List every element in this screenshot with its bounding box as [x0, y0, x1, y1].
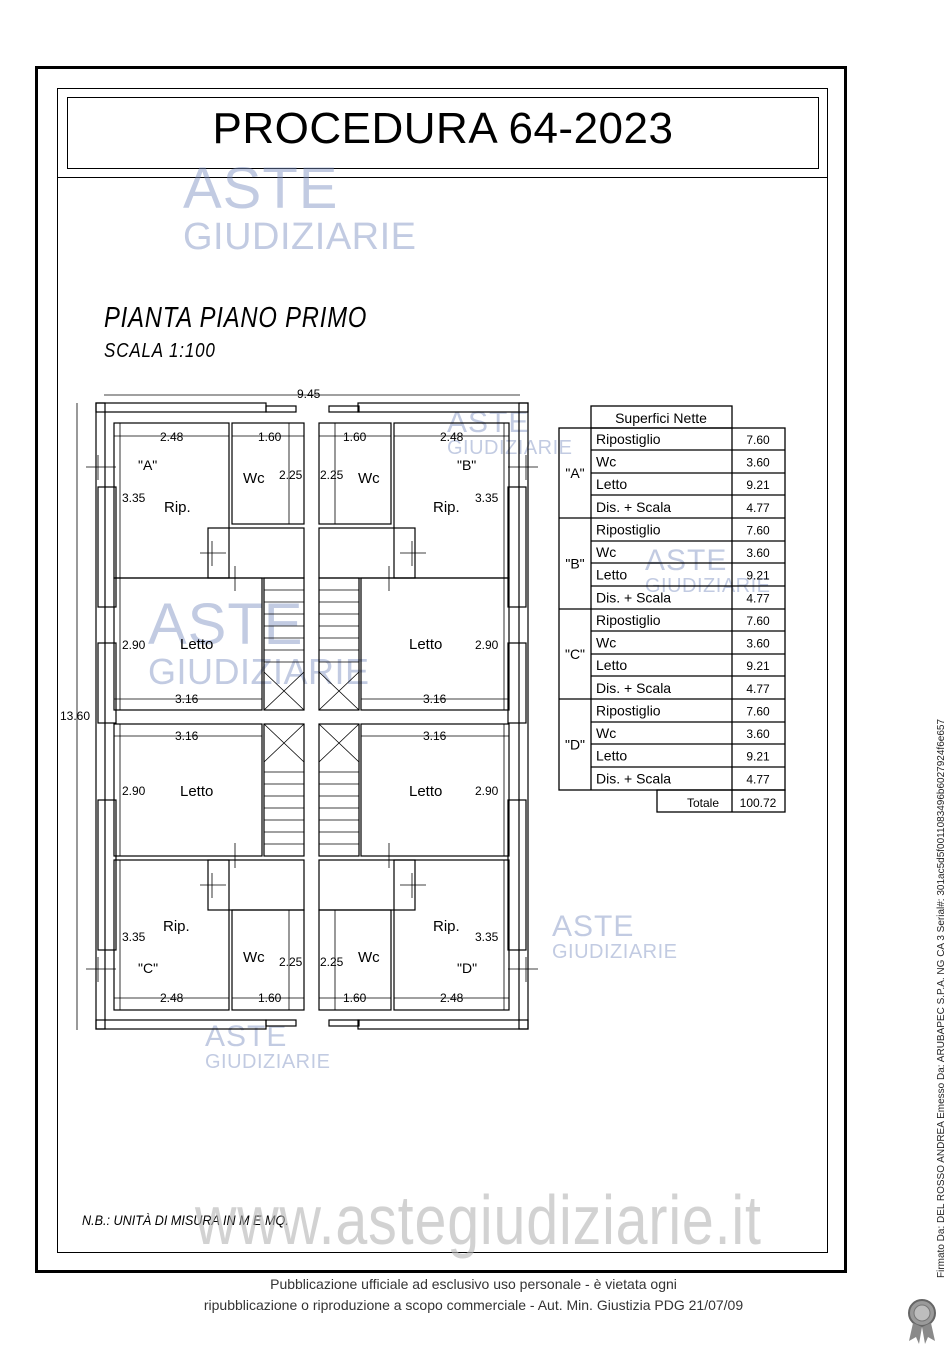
- room-label: Wc: [358, 949, 380, 966]
- table-room-name: Wc: [596, 454, 616, 470]
- drawing-inner-border: [57, 88, 828, 1253]
- table-room-name: Wc: [596, 725, 616, 741]
- table-area-value: 9.21: [746, 659, 770, 673]
- dim-rip-height: 3.35: [475, 930, 499, 944]
- room-label: Wc: [243, 949, 265, 966]
- footer-line-1: Pubblicazione ufficiale ad esclusivo uso…: [270, 1276, 677, 1292]
- room-label: Wc: [358, 470, 380, 487]
- unit-label: "C": [138, 960, 158, 976]
- title-block: [57, 88, 828, 178]
- table-area-value: 4.77: [746, 682, 770, 696]
- dim-letto-width: 3.16: [423, 692, 447, 706]
- dim-letto-width: 3.16: [175, 692, 199, 706]
- table-room-name: Letto: [596, 567, 627, 583]
- room-label: Wc: [243, 470, 265, 487]
- table-room-name: Dis. + Scala: [596, 770, 671, 786]
- table-unit-label: "B": [565, 556, 584, 572]
- dim-wc-height: 2.25: [279, 955, 303, 969]
- digital-signature-text: Firmato Da: DEL ROSSO ANDREA Emesso Da: …: [936, 718, 947, 1278]
- room-label: Rip.: [433, 918, 460, 935]
- table-unit-label: "A": [565, 465, 584, 481]
- drawing-sheet-border: [35, 66, 847, 1273]
- title-frame: [67, 97, 819, 169]
- table-area-value: 3.60: [746, 456, 770, 470]
- table-area-value: 7.60: [746, 524, 770, 538]
- table-area-value: 3.60: [746, 637, 770, 651]
- table-room-name: Wc: [596, 544, 616, 560]
- table-room-name: Dis. + Scala: [596, 680, 671, 696]
- unit-label: "B": [457, 457, 476, 473]
- table-area-value: 4.77: [746, 501, 770, 515]
- dim-wc-height: 2.25: [320, 955, 344, 969]
- unit-label: "A": [138, 457, 157, 473]
- table-area-value: 7.60: [746, 705, 770, 719]
- dim-rip-height: 3.35: [122, 930, 146, 944]
- watermark-logo: ASTE GIUDIZIARIE: [183, 156, 417, 258]
- units-note: N.B.: UNITÀ DI MISURA IN M E MQ.: [82, 1212, 289, 1228]
- dim-letto-width: 3.16: [423, 729, 447, 743]
- table-area-value: 9.21: [746, 478, 770, 492]
- dim-rip-width: 2.48: [440, 430, 464, 444]
- dim-letto-width: 3.16: [175, 729, 199, 743]
- room-label: Letto: [180, 636, 213, 653]
- table-room-name: Dis. + Scala: [596, 589, 671, 605]
- table-unit-label: "C": [565, 646, 585, 662]
- table-header: Superfici Nette: [615, 410, 707, 426]
- table-area-value: 9.21: [746, 750, 770, 764]
- table-room-name: Ripostiglio: [596, 703, 661, 719]
- table-room-name: Letto: [596, 748, 627, 764]
- table-area-value: 4.77: [746, 591, 770, 605]
- dim-rip-width: 2.48: [440, 991, 464, 1005]
- table-area-value: 7.60: [746, 433, 770, 447]
- dim-wc-height: 2.25: [320, 468, 344, 482]
- table-unit-label: "D": [565, 737, 585, 753]
- dim-letto-height: 2.90: [122, 784, 146, 798]
- dim-total-height: 13.60: [60, 709, 90, 723]
- table-room-name: Dis. + Scala: [596, 499, 671, 515]
- table-total-value: 100.72: [740, 796, 777, 810]
- table-area-value: 7.60: [746, 614, 770, 628]
- watermark-logo: ASTE GIUDIZIARIE: [552, 910, 678, 963]
- table-room-name: Ripostiglio: [596, 431, 661, 447]
- table-room-name: Ripostiglio: [596, 522, 661, 538]
- table-room-name: Letto: [596, 476, 627, 492]
- table-area-value: 9.21: [746, 569, 770, 583]
- document-title: PROCEDURA 64-2023: [212, 104, 674, 153]
- watermark-logo: ASTE GIUDIZIARIE: [148, 592, 370, 692]
- dim-wc-width: 1.60: [343, 430, 367, 444]
- table-total-label: Totale: [687, 796, 719, 810]
- table-area-value: 4.77: [746, 772, 770, 786]
- table-area-value: 3.60: [746, 727, 770, 741]
- room-label: Rip.: [163, 918, 190, 935]
- room-label: Letto: [180, 783, 213, 800]
- watermark-url: www.astegiudiziarie.it: [195, 1181, 762, 1259]
- dim-wc-width: 1.60: [343, 991, 367, 1005]
- seal-icon: [908, 1299, 936, 1344]
- dim-wc-height: 2.25: [279, 468, 303, 482]
- footer-line-2: ripubblicazione o riproduzione a scopo c…: [203, 1297, 744, 1313]
- dim-rip-width: 2.48: [160, 430, 184, 444]
- dim-rip-height: 3.35: [122, 491, 146, 505]
- room-label: Rip.: [433, 499, 460, 516]
- plan-scale: SCALA 1:100: [104, 340, 216, 362]
- table-room-name: Wc: [596, 635, 616, 651]
- dim-letto-height: 2.90: [122, 638, 146, 652]
- room-label: Letto: [409, 636, 442, 653]
- dim-letto-height: 2.90: [475, 638, 499, 652]
- dim-rip-width: 2.48: [160, 991, 184, 1005]
- room-label: Rip.: [164, 499, 191, 516]
- table-room-name: Ripostiglio: [596, 612, 661, 628]
- dim-wc-width: 1.60: [258, 991, 282, 1005]
- table-area-value: 3.60: [746, 546, 770, 560]
- plan-title: PIANTA PIANO PRIMO: [104, 302, 368, 334]
- dim-letto-height: 2.90: [475, 784, 499, 798]
- dim-wc-width: 1.60: [258, 430, 282, 444]
- room-label: Letto: [409, 783, 442, 800]
- dim-rip-height: 3.35: [475, 491, 499, 505]
- unit-label: "D": [457, 960, 477, 976]
- table-room-name: Letto: [596, 657, 627, 673]
- dim-total-width: 9.45: [297, 387, 321, 401]
